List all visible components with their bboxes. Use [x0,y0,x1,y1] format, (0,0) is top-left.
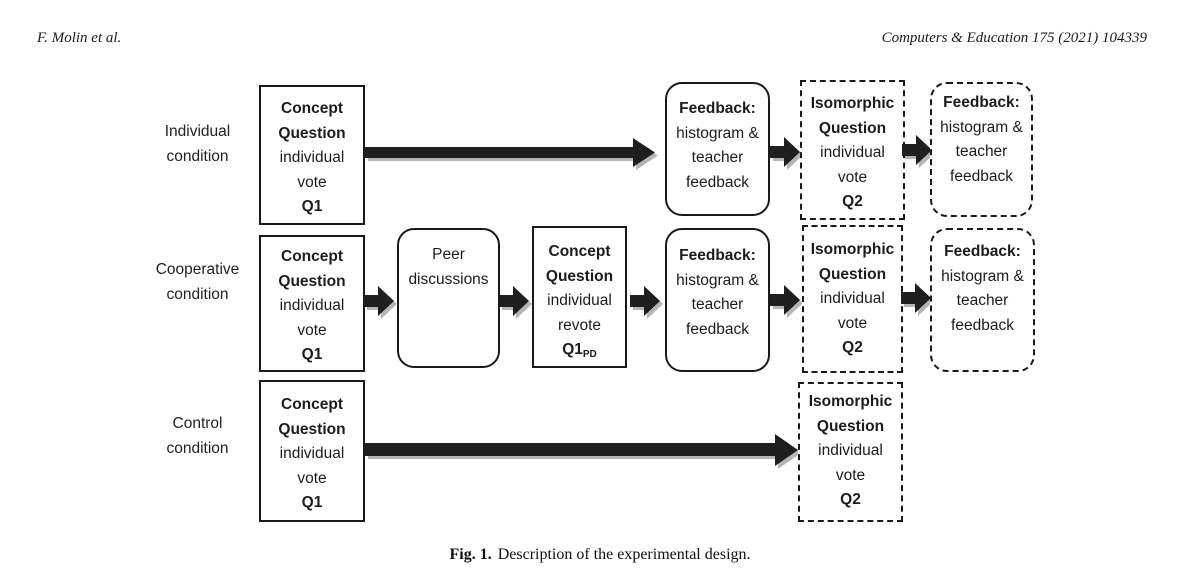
condition-label-line: Individual [164,123,231,140]
box-line: Isomorphic [808,393,893,410]
box-line: Q1 [301,494,323,511]
arrow-right-icon [365,133,659,173]
box-line: Peer [432,246,465,263]
box-line: Concept [281,396,343,413]
box-concept-question-cooperative: Concept Question individual vote Q1 [259,235,365,372]
box-line: Question [278,124,346,142]
arrow-right-icon [630,281,664,321]
box-line: vote [837,314,868,332]
box-line: histogram & [941,267,1024,285]
q1-label: Q1 [562,341,583,358]
box-isomorphic-question-control: Isomorphic Question individual vote Q2 [798,382,903,522]
box-line: vote [297,469,327,487]
condition-label-line: condition [166,147,229,165]
box-line: Q2 [842,193,863,210]
box-line: individual [279,149,345,166]
box-line: Feedback: [679,100,756,117]
box-line: histogram & [676,124,759,142]
box-line: Question [545,267,614,285]
box-feedback-cooperative: Feedback: histogram & teacher feedback [665,228,770,372]
condition-label-control: Control condition [125,412,270,461]
box-feedback-post-cooperative: Feedback: histogram & teacher feedback [930,228,1035,372]
box-line: Isomorphic [810,95,895,112]
box-line: vote [297,321,327,339]
box-line: Isomorphic [810,241,895,258]
box-line: Concept [281,248,343,265]
box-line: feedback [950,167,1013,185]
box-line: Question [278,272,346,290]
box-line: Question [816,417,885,435]
box-line: teacher [691,149,744,166]
box-line: Q1 [301,346,323,363]
box-line: histogram & [676,271,759,289]
box-line: revote [557,316,602,334]
arrow-right-icon [770,280,804,320]
box-line: Concept [548,243,611,260]
condition-label-line: condition [166,285,229,303]
box-line: individual [820,144,885,161]
box-line: Concept [281,100,343,117]
condition-label-line: condition [166,439,229,457]
arrow-right-icon [770,132,804,172]
q1-subscript-pd: PD [582,349,597,360]
box-feedback-individual: Feedback: histogram & teacher feedback [665,82,770,216]
box-line: Question [818,119,887,137]
box-line: Feedback: [679,247,756,264]
figure-caption-label: Fig. 1. [449,546,492,563]
box-line: Q1 [301,198,323,215]
arrow-right-icon [365,430,802,470]
condition-label-line: Cooperative [155,261,240,278]
box-line: histogram & [940,118,1023,136]
arrow-right-icon [499,281,533,321]
running-head-authors: F. Molin et al. [37,30,122,46]
box-line: feedback [951,316,1014,334]
box-line: Feedback: [943,94,1020,111]
box-line: teacher [691,296,744,313]
box-line: teacher [955,143,1008,160]
box-concept-question-control: Concept Question individual vote Q1 [259,380,365,522]
running-head-journal: Computers & Education 175 (2021) 104339 [881,30,1147,46]
box-line: discussions [408,270,489,288]
condition-label-line: Control [172,415,223,432]
box-line: vote [297,173,327,191]
arrow-right-icon [902,130,936,170]
box-isomorphic-question-cooperative: Isomorphic Question individual vote Q2 [802,225,903,373]
arrow-right-icon [364,281,398,321]
box-line: feedback [686,320,749,338]
box-line: Question [818,265,887,283]
arrow-right-icon [901,278,935,318]
box-concept-question-revote: Concept Question individual revote Q1PD [532,226,627,368]
box-line: teacher [956,292,1009,309]
box-line: individual [279,445,345,462]
condition-label-individual: Individual condition [125,120,270,169]
box-line: individual [279,297,345,314]
box-line: Q2 [840,491,861,508]
box-line: individual [820,290,885,307]
box-concept-question-individual: Concept Question individual vote Q1 [259,85,365,225]
box-line: feedback [686,173,749,191]
figure-caption-text: Description of the experimental design. [497,546,751,563]
box-line: individual [547,292,612,309]
box-line: Q2 [842,339,863,356]
box-line: individual [818,442,883,459]
box-peer-discussions: Peer discussions [397,228,500,368]
box-line: vote [837,168,868,186]
box-feedback-post-individual: Feedback: histogram & teacher feedback [930,82,1033,217]
box-line: Feedback: [944,243,1021,260]
box-isomorphic-question-individual: Isomorphic Question individual vote Q2 [800,80,905,220]
box-line: vote [835,466,866,484]
condition-label-cooperative: Cooperative condition [125,258,270,307]
figure-caption: Fig. 1. Description of the experimental d… [0,546,1200,564]
box-line: Question [278,420,346,438]
box-line-q1pd: Q1PD [534,338,625,368]
